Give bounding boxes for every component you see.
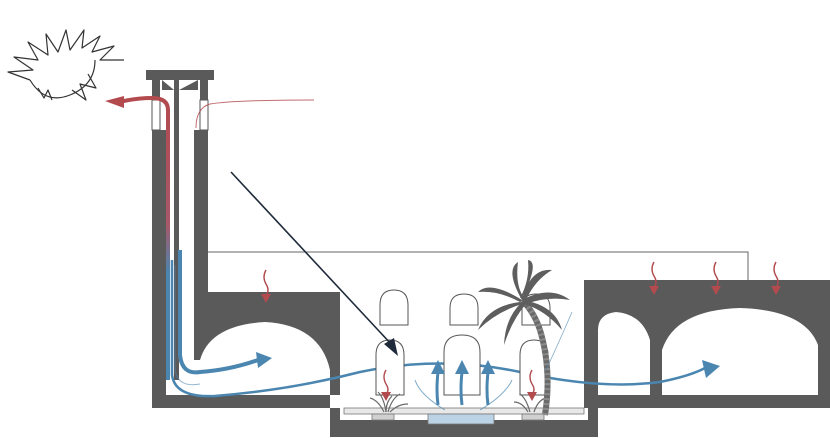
sun-icon bbox=[8, 30, 124, 100]
